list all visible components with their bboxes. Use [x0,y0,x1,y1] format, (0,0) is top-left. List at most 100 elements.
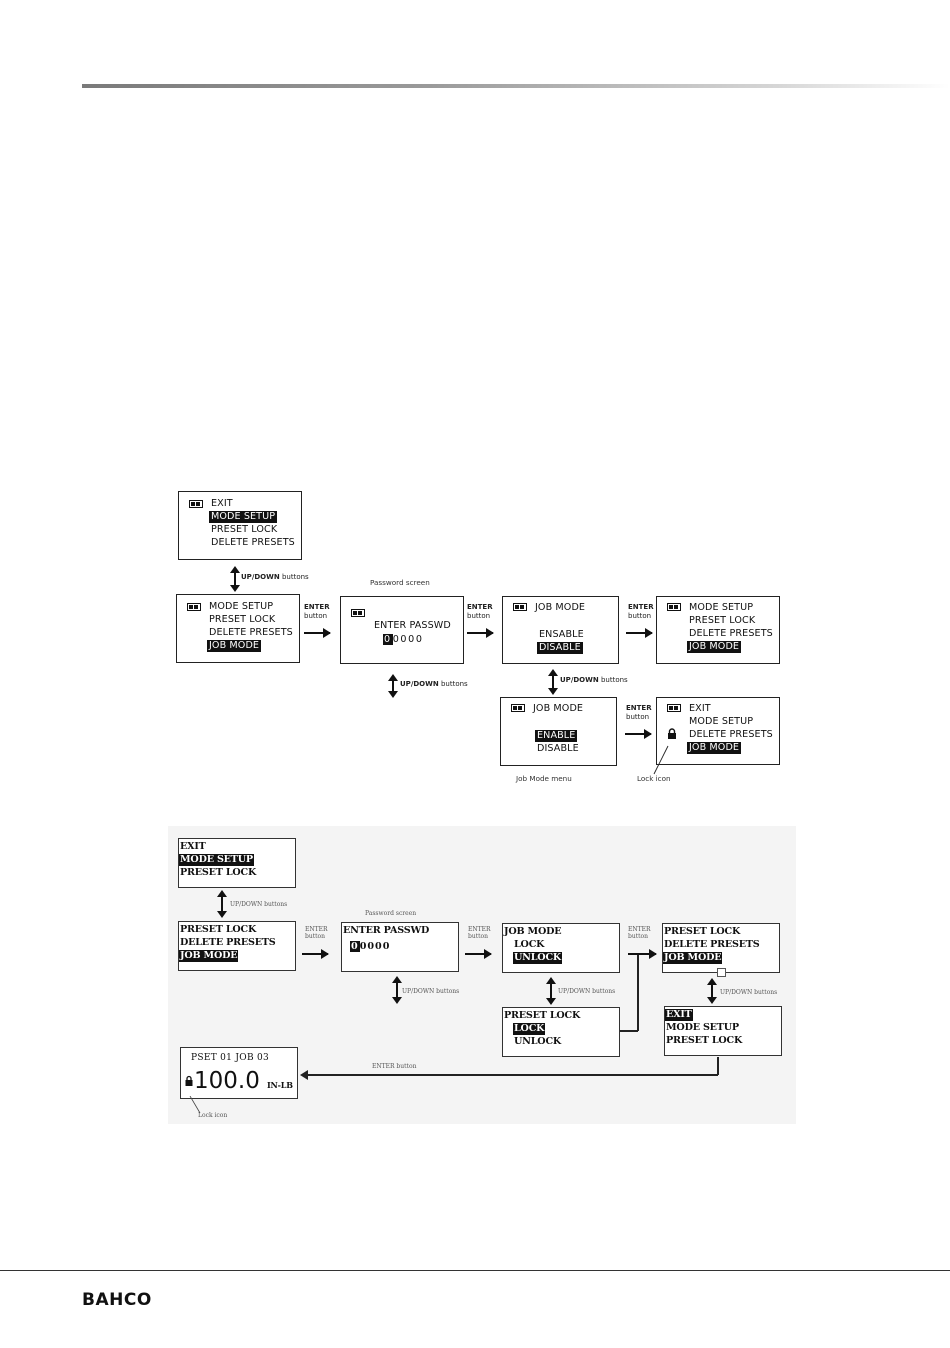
option-disable: DISABLE [537,743,579,754]
battery-icon [667,704,681,712]
screen-main-menu: EXIT MODE SETUP PRESET LOCK [664,1006,782,1056]
screen-menu-job-mode: MODE SETUP PRESET LOCK DELETE PRESETS JO… [176,594,300,663]
menu-item-delete-presets: DELETE PRESETS [211,537,295,548]
brand-logo: BAHCO [82,1290,152,1310]
option-enable: ENSABLE [539,629,584,640]
menu-item-delete-presets: DELETE PRESETS [689,628,773,639]
preset-lock-title: PRESET LOCK [504,1010,581,1021]
menu-item-delete-presets: DELETE PRESETS [689,729,773,740]
updown-arrow [388,674,398,698]
updown-arrow [218,890,226,918]
password-screen-caption: Password screen [365,910,417,917]
enter-arrow [626,628,653,638]
menu-item-preset-lock: PRESET LOCK [180,924,257,935]
torque-unit: IN-LB [267,1080,293,1090]
updown-label: UP/DOWN buttons [558,988,616,995]
menu-item-job-mode: JOB MODE [663,952,723,964]
connector-line [637,954,639,1031]
updown-arrow [708,978,716,1004]
menu-item-preset-lock: PRESET LOCK [664,926,741,937]
lock-icon [185,1075,193,1086]
connector-arrowhead [300,1070,308,1080]
battery-icon [667,603,681,611]
lock-icon-pointer [189,1096,201,1114]
menu-item-preset-lock: PRESET LOCK [180,867,257,878]
password-title: ENTER PASSWD [343,925,430,936]
screen-main-menu: EXIT MODE SETUP PRESET LOCK DELETE PRESE… [178,491,302,560]
screen-menu-locked: EXIT MODE SETUP DELETE PRESETS JOB MODE [656,697,780,765]
lock-icon-caption: Lock icon [637,774,671,783]
menu-item-exit: EXIT [180,841,206,852]
lock-icon-pointer [653,745,669,775]
connector-line [306,1074,718,1076]
footer-rule [0,1270,950,1271]
screen-torque-display: PSET 01 JOB 03 100.0 IN-LB [180,1047,298,1099]
updown-arrow [393,976,401,1004]
connector-line [717,1057,719,1075]
screen-job-mode-lock: JOB MODE LOCK UNLOCK [502,923,620,973]
enter-arrow [304,628,331,638]
connector-line [620,1030,638,1032]
menu-item-job-mode: JOB MODE [687,742,742,754]
job-mode-menu-caption: Job Mode menu [516,774,572,783]
menu-item-preset-lock: PRESET LOCK [689,615,756,626]
screen-password: ENTER PASSWD 00000 [341,922,459,972]
screen-main-menu: EXIT MODE SETUP PRESET LOCK [178,838,296,888]
lock-icon-caption: Lock icon [198,1112,228,1119]
display-header: PSET 01 JOB 03 [191,1053,270,1063]
password-title: ENTER PASSWD [374,620,451,631]
menu-item-preset-lock: PRESET LOCK [211,524,278,535]
menu-item-delete-presets: DELETE PRESETS [664,939,760,950]
small-square-icon [717,968,726,977]
updown-label: UP/DOWN buttons [230,901,288,908]
battery-icon [513,603,527,611]
screen-menu-job-mode: MODE SETUP PRESET LOCK DELETE PRESETS JO… [656,596,780,664]
menu-item-job-mode: JOB MODE [687,641,742,653]
password-cursor: 0 [383,634,393,645]
updown-label: UP/DOWN buttons [400,680,468,688]
menu-item-mode-setup: MODE SETUP [689,602,754,613]
password-screen-caption: Password screen [370,578,430,587]
torque-value: 100.0 [194,1068,260,1094]
screen-password: ENTER PASSWD 00000 [340,596,464,664]
menu-item-mode-setup: MODE SETUP [209,601,274,612]
menu-item-job-mode: JOB MODE [179,950,239,962]
updown-arrow [547,977,555,1005]
updown-label: UP/DOWN buttons [560,676,628,684]
menu-item-mode-setup: MODE SETUP [179,854,254,866]
screen-menu-job-mode: PRESET LOCK DELETE PRESETS JOB MODE [662,923,780,973]
option-unlock: UNLOCK [513,952,563,964]
preset-lock-diagram: EXIT MODE SETUP PRESET LOCK UP/DOWN butt… [168,826,796,1124]
updown-arrow [548,669,558,695]
enter-arrow [625,729,652,739]
enter-arrow [465,950,492,958]
password-digits: 00000 [383,634,424,645]
screen-preset-lock: PRESET LOCK LOCK UNLOCK [502,1007,620,1057]
menu-item-exit: EXIT [689,703,711,714]
updown-arrow [230,566,240,592]
updown-label: UP/DOWN buttons [402,988,460,995]
screen-job-mode-disable: JOB MODE ENSABLE DISABLE [502,596,619,664]
menu-item-exit: EXIT [665,1009,693,1021]
option-lock: LOCK [514,939,545,950]
screen-menu-job-mode: PRESET LOCK DELETE PRESETS JOB MODE [178,921,296,971]
job-mode-title: JOB MODE [504,926,562,937]
menu-item-mode-setup: MODE SETUP [689,716,754,727]
menu-item-preset-lock: PRESET LOCK [666,1035,743,1046]
enter-arrow [302,950,329,958]
menu-item-delete-presets: DELETE PRESETS [209,627,293,638]
updown-label: UP/DOWN buttons [241,573,309,581]
enter-arrow [467,628,494,638]
option-disable: DISABLE [537,642,583,654]
lock-icon [668,728,676,739]
updown-label: UP/DOWN buttons [720,989,778,996]
menu-item-delete-presets: DELETE PRESETS [180,937,276,948]
menu-item-job-mode: JOB MODE [207,640,262,652]
battery-icon [187,603,201,611]
option-lock: LOCK [513,1023,546,1035]
